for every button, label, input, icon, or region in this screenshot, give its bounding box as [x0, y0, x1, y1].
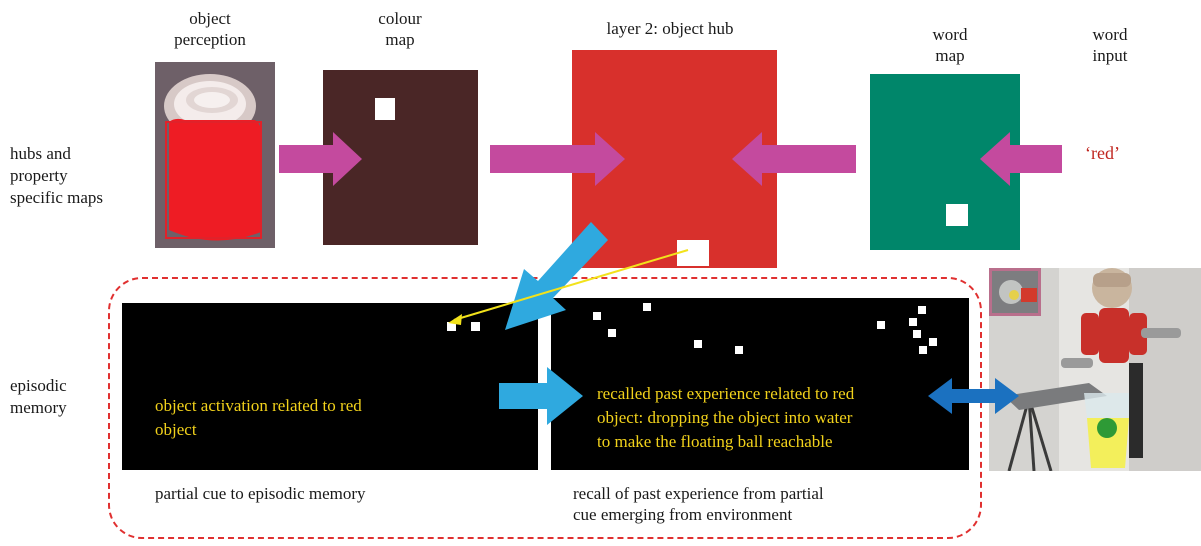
arrow-hub-to-memory: [505, 222, 608, 330]
robot-photo: [989, 268, 1201, 471]
memory-unit: [913, 330, 921, 338]
object-hub-active-unit: [677, 240, 709, 266]
memory-unit: [877, 321, 885, 329]
memory-unit: [471, 322, 480, 331]
can-illustration: [164, 74, 262, 241]
memory-unit: [447, 322, 456, 331]
partial-cue-caption: partial cue to episodic memory: [155, 484, 366, 503]
arrow-recall-to-robot: [928, 378, 1019, 414]
arrow-wordmap-to-hub: [732, 132, 856, 186]
yellow-link-head: [448, 314, 462, 325]
episodic-memory-label: episodic memory: [10, 376, 67, 417]
memory-unit: [929, 338, 937, 346]
arrow-perception-to-colour: [279, 132, 362, 186]
recalled-experience-panel: recalled past experience related to red …: [551, 298, 969, 470]
word-input-label: word input: [1092, 25, 1128, 65]
recalled-experience-text: recalled past experience related to red …: [597, 384, 855, 451]
memory-unit: [593, 312, 601, 320]
object-perception-image: [155, 62, 275, 248]
memory-unit: [909, 318, 917, 326]
recall-caption: recall of past experience from partial c…: [573, 484, 824, 524]
memory-unit: [694, 340, 702, 348]
arrow-wordinput-to-wordmap: [980, 132, 1062, 186]
memory-unit: [918, 306, 926, 314]
robot-illustration: [989, 268, 1201, 471]
hubs-and-maps-label: hubs and property specific maps: [10, 144, 103, 207]
object-activation-text: object activation related to red object: [155, 396, 362, 439]
yellow-link-line: [453, 249, 689, 321]
memory-unit: [919, 346, 927, 354]
memory-unit: [643, 303, 651, 311]
memory-unit: [608, 329, 616, 337]
word-map-label: word map: [932, 25, 968, 65]
word-map-active-unit: [946, 204, 968, 226]
colour-map-active-unit: [375, 98, 395, 120]
memory-unit: [735, 346, 743, 354]
colour-map-label: colour map: [378, 9, 422, 49]
partial-cue-panel: object activation related to red object: [122, 303, 538, 470]
red-word-input: ‘red’: [1085, 143, 1120, 163]
arrow-colour-to-hub: [490, 132, 625, 186]
arrow-cue-to-recall: [499, 367, 583, 425]
object-perception-label: object perception: [174, 9, 246, 49]
object-hub-label: layer 2: object hub: [606, 19, 734, 38]
